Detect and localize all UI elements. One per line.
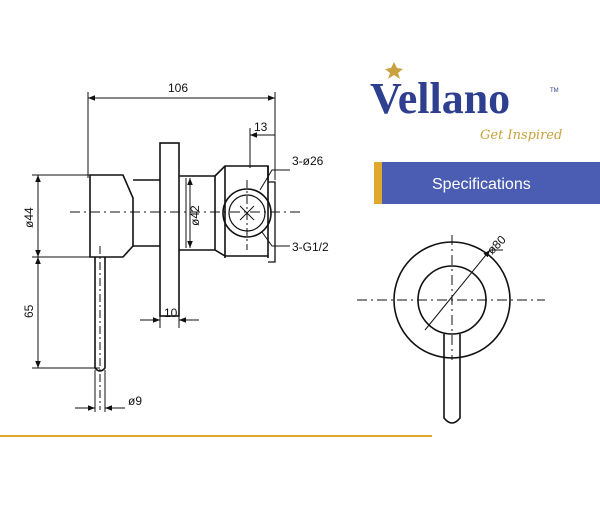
dim-outlet-diameter-label: 3-ø26 [292, 154, 324, 168]
dim-width-label: 106 [168, 81, 188, 95]
brand-name: Vellano [370, 74, 510, 123]
logo-star-icon [385, 62, 403, 79]
dim-thread-label: 3-G1/2 [292, 240, 329, 254]
dim-lever-diameter-label: ø9 [128, 394, 142, 408]
brand-trademark: TM [550, 88, 559, 94]
brand-tagline: Get Inspired [480, 128, 562, 143]
dim-plate-thickness-label: 10 [164, 306, 178, 320]
side-view [32, 92, 300, 412]
specifications-banner: Specifications [374, 162, 600, 204]
dim-body-diameter-label: ø42 [188, 205, 202, 226]
banner-label: Specifications [432, 176, 531, 193]
front-view [357, 235, 545, 424]
brand-logo: Vellano TM Get Inspired [370, 62, 562, 143]
bottom-divider [0, 435, 432, 437]
dim-outlet-offset-label: 13 [254, 120, 268, 134]
dim-handle-length-label: 65 [22, 304, 36, 318]
dim-handle-diameter-label: ø44 [22, 207, 36, 228]
dim-plate-diameter-label: ø80 [484, 232, 509, 257]
